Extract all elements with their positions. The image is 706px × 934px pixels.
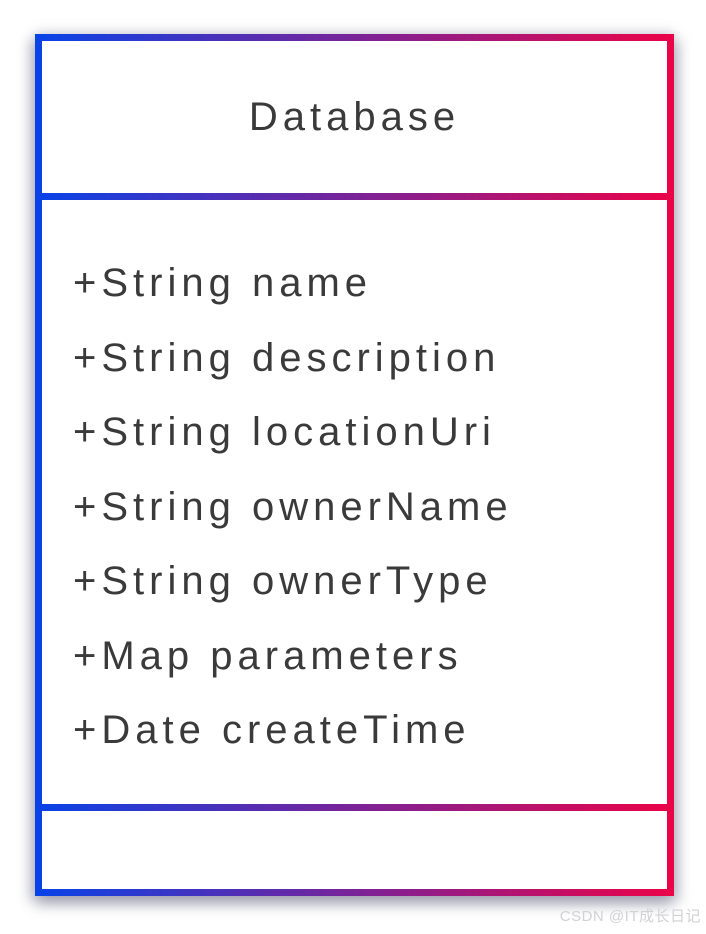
class-title-compartment: Database bbox=[42, 41, 667, 193]
class-attribute: +String locationUri bbox=[73, 410, 496, 454]
class-name: Database bbox=[248, 94, 461, 139]
class-attributes-compartment: +String name +String description +String… bbox=[42, 200, 667, 804]
class-attribute: +Map parameters bbox=[73, 633, 463, 678]
class-attribute: +Date createTime bbox=[73, 708, 471, 752]
class-attribute: +String ownerName bbox=[73, 484, 513, 529]
watermark: CSDN @IT成长日记 bbox=[559, 908, 701, 925]
class-attribute: +String ownerType bbox=[73, 559, 493, 603]
class-methods-compartment bbox=[42, 811, 667, 889]
class-attribute: +String description bbox=[73, 335, 501, 380]
class-attribute: +String name bbox=[73, 261, 373, 305]
uml-class-database: Database +String name +String descriptio… bbox=[35, 34, 674, 896]
